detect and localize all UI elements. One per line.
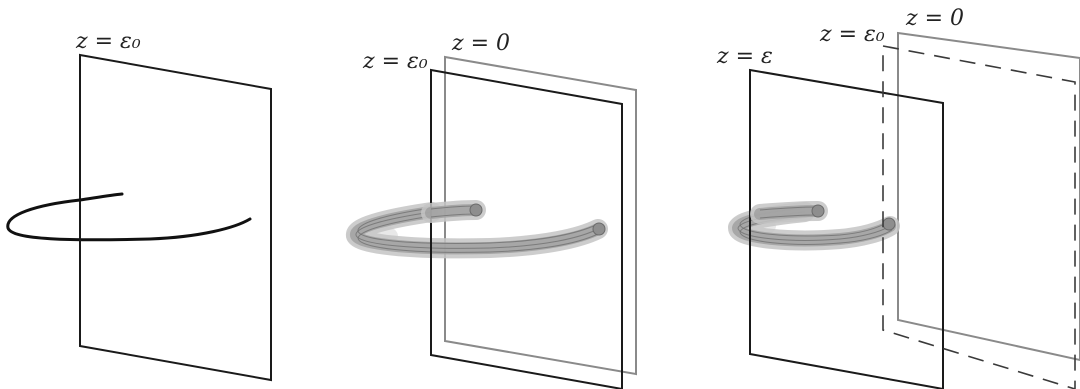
label-front-plane: z = ε₀ xyxy=(75,29,141,54)
tube-end-left xyxy=(811,204,825,218)
panel-3: z = 0 z = ε₀ z = ε xyxy=(716,6,1080,389)
tube-front-segment xyxy=(421,200,486,223)
panel-2: z = 0 z = ε₀ xyxy=(346,31,637,389)
label-front-plane: z = ε xyxy=(716,44,773,69)
panel-1: z = ε₀ xyxy=(6,29,272,382)
plane-front xyxy=(79,53,272,382)
tube-end-right xyxy=(592,222,606,236)
tube-end-right xyxy=(882,217,896,231)
tube xyxy=(346,202,608,259)
label-middle-plane: z = ε₀ xyxy=(819,22,885,47)
tube-front-segment xyxy=(750,201,828,224)
curve-left-part xyxy=(6,198,252,242)
plane-back xyxy=(897,31,1080,362)
label-front-plane: z = ε₀ xyxy=(362,49,428,74)
curve-through-plane xyxy=(78,192,124,202)
plane-front xyxy=(749,68,944,389)
label-back-plane: z = 0 xyxy=(451,31,510,56)
plane-middle-dashed xyxy=(882,45,1076,389)
plane-front xyxy=(430,68,623,389)
tube-end-left xyxy=(469,203,483,217)
label-back-plane: z = 0 xyxy=(905,6,964,31)
